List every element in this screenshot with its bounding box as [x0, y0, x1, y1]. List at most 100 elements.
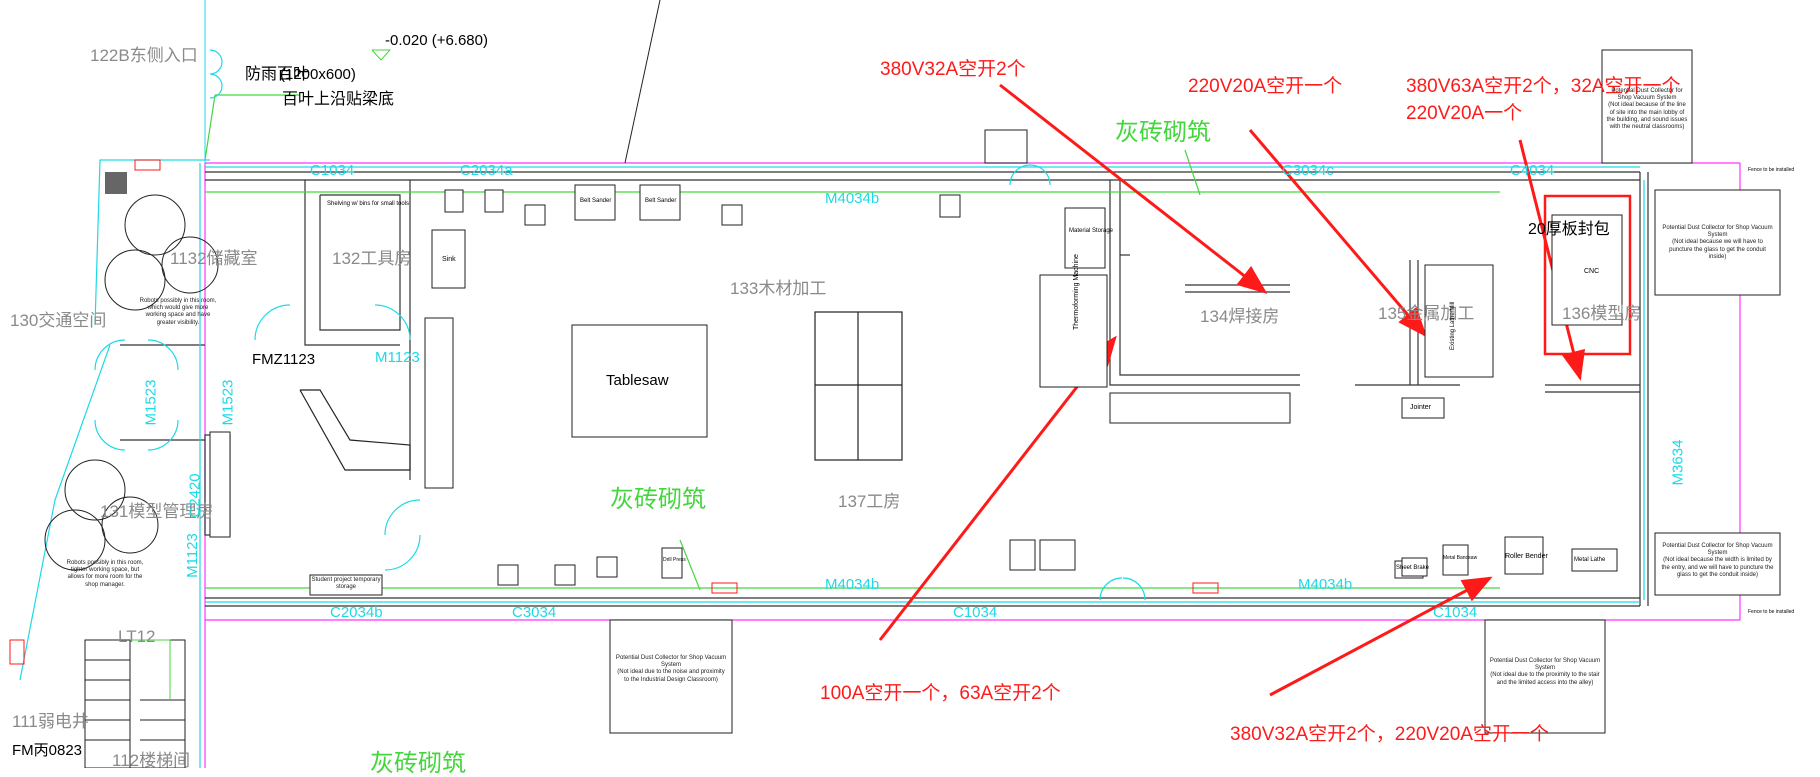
- dust-collector-4-title: Potential Dust Collector for Shop Vacuum…: [1489, 658, 1601, 672]
- door-c3034c: C3034c: [1282, 162, 1334, 179]
- robots-note-2: Robots possibly in this room, tighter wo…: [66, 560, 144, 588]
- room-label-lt: LT12: [118, 627, 156, 646]
- warning-signs: [134, 159, 1219, 594]
- dust-collector-5-note: (Not ideal because the width is limited …: [1661, 557, 1774, 578]
- note-board: 20厚板封包: [1528, 221, 1610, 238]
- note-baiye: 百叶上沿贴梁底: [282, 91, 395, 108]
- robots-note-1: Robots possibly in this room, which woul…: [139, 298, 217, 326]
- stair-sign: [9, 639, 25, 665]
- masonry-label-3: 灰砖砌筑: [370, 750, 466, 777]
- interior-walls: [120, 171, 1649, 607]
- window-m4034b-top: M4034b: [825, 190, 880, 207]
- dust-collector-5-label: Potential Dust Collector for Shop Vacuum…: [1660, 543, 1775, 579]
- window-strips: [19, 159, 1645, 768]
- fence-label-2: Fence to be installed: [1748, 609, 1795, 615]
- dust-collector-1-label: Potential Dust Collector for Shop Vacuum…: [1606, 88, 1688, 131]
- equipment-boxes: [209, 184, 1623, 596]
- room-label-111: 111弱电井: [12, 712, 89, 731]
- equipment-cnc: CNC: [1584, 268, 1600, 275]
- dust-collector-2-title: Potential Dust Collector for Shop Vacuum…: [1662, 225, 1773, 239]
- level-marker: [371, 49, 392, 61]
- door-swings: [94, 49, 1146, 601]
- annotation-220v20a: 220V20A空开一个: [1188, 76, 1343, 97]
- equipment-jointer: Jointer: [1410, 404, 1432, 411]
- door-frame-top: [984, 129, 1028, 164]
- masonry-label-1: 灰砖砌筑: [1115, 119, 1211, 146]
- equipment-metal-bandsaw: Metal Bandsaw: [1443, 555, 1478, 561]
- work-tables: [814, 311, 903, 461]
- door-m1523-a: M1523: [142, 379, 160, 426]
- dust-collector-5-title: Potential Dust Collector for Shop Vacuum…: [1662, 543, 1773, 557]
- door-m1123-a: M1123: [375, 349, 420, 366]
- equipment-belt-sander-1: Belt Sander: [580, 198, 612, 204]
- dust-collector-3-label: Potential Dust Collector for Shop Vacuum…: [614, 655, 728, 684]
- masonry-walls: [204, 94, 1500, 591]
- door-fmz: FMZ1123: [252, 351, 316, 368]
- room-label-137: 137工房: [838, 492, 901, 511]
- room-label-1132: 1132储藏室: [170, 249, 258, 268]
- column-mark: [105, 172, 127, 194]
- door-m1523-b: M1523: [219, 379, 237, 426]
- staircase: [84, 639, 186, 768]
- door-c3034: C3034: [512, 604, 557, 621]
- door-m1123-b: M1123: [183, 533, 201, 578]
- equipment-shelving: Shelving w/ bins for small tools: [327, 201, 410, 207]
- window-m4034b-bot1: M4034b: [825, 576, 880, 593]
- annotation-380v32a-bottom: 380V32A空开2个，220V20A空开一个: [1230, 724, 1549, 745]
- dust-collector-1-title: Potential Dust Collector for Shop Vacuum…: [1611, 88, 1683, 102]
- door-c1034-c: C1034: [1433, 604, 1478, 621]
- door-c2034a: C2034a: [460, 162, 513, 179]
- equipment-existing-lathe: Existing Lathe/Mill: [1450, 301, 1456, 350]
- equipment-thermoforming: Thermoforming Machine: [1073, 254, 1080, 330]
- equipment-student-storage: Student project temporary storage: [311, 577, 381, 591]
- equipment-belt-sander-2: Belt Sander: [645, 198, 677, 204]
- door-c4034: C4034: [1510, 162, 1555, 179]
- door-fm: FM丙0823: [12, 742, 83, 759]
- fence-label-1: Fence to be installed: [1748, 167, 1795, 173]
- door-c1034-b: C1034: [953, 604, 998, 621]
- window-m4034b-bot2: M4034b: [1298, 576, 1353, 593]
- dust-collectors: [609, 49, 1781, 734]
- annotation-380v32a: 380V32A空开2个: [880, 59, 1026, 80]
- note-fangyu: 防雨百叶: [245, 66, 310, 83]
- annotation-380v63a: 380V63A空开2个，32A空开一个: [1406, 76, 1681, 97]
- window-m3634: M3634: [1669, 439, 1687, 486]
- dust-collector-3-note: (Not ideal due to the noise and proximit…: [617, 669, 725, 683]
- equipment-material-storage: Material Storage: [1069, 228, 1114, 234]
- highlight-box-136: [1543, 194, 1632, 356]
- note-fangyu-size: (1200x600): [280, 66, 356, 83]
- curved-workbench: [299, 389, 411, 471]
- robot-reach-circles: [44, 194, 219, 571]
- equipment-metal-lathe: Metal Lathe: [1574, 557, 1606, 563]
- equipment-drill-press: Drill Press: [663, 557, 686, 563]
- dust-collector-2-note: (Not ideal because we will have to punct…: [1669, 239, 1766, 260]
- note-level: -0.020 (+6.680): [385, 32, 488, 49]
- room-label-132: 132工具房: [332, 249, 412, 268]
- room-label-135: 135金属加工: [1378, 304, 1475, 323]
- room-label-112: 112楼梯间: [112, 751, 191, 770]
- room-label-136: 136模型房: [1562, 304, 1642, 323]
- annotation-arrows: [878, 83, 1586, 697]
- roof-line: [624, 0, 661, 164]
- room-label-122b: 122B东侧入口: [90, 46, 198, 65]
- room-label-131: 131模型管理房: [100, 502, 214, 521]
- annotation-220v20a-one: 220V20A一个: [1406, 103, 1523, 124]
- equipment-roller-bender: Roller Bender: [1505, 553, 1548, 560]
- room-label-134: 134焊接房: [1200, 307, 1280, 326]
- dust-collector-1-note: (Not ideal because of the line of site i…: [1606, 102, 1688, 130]
- dust-collector-4-note: (Not ideal due to the proximity to the s…: [1490, 672, 1600, 686]
- equipment-tablesaw: Tablesaw: [606, 372, 669, 389]
- equipment-sheet-brake: Sheet Brake: [1396, 565, 1430, 571]
- window-c2420: C2420: [186, 473, 204, 518]
- annotation-100a: 100A空开一个，63A空开2个: [820, 683, 1061, 704]
- dust-collector-2-label: Potential Dust Collector for Shop Vacuum…: [1660, 225, 1775, 261]
- room-label-133: 133木材加工: [730, 279, 827, 298]
- masonry-label-2: 灰砖砌筑: [610, 486, 706, 513]
- equipment-sink: Sink: [442, 256, 456, 263]
- dust-collector-3-title: Potential Dust Collector for Shop Vacuum…: [615, 655, 727, 669]
- door-c1034-a: C1034: [310, 162, 355, 179]
- room-label-130: 130交通空间: [10, 311, 107, 330]
- door-c2034b: C2034b: [330, 604, 383, 621]
- dust-collector-4-label: Potential Dust Collector for Shop Vacuum…: [1488, 658, 1602, 687]
